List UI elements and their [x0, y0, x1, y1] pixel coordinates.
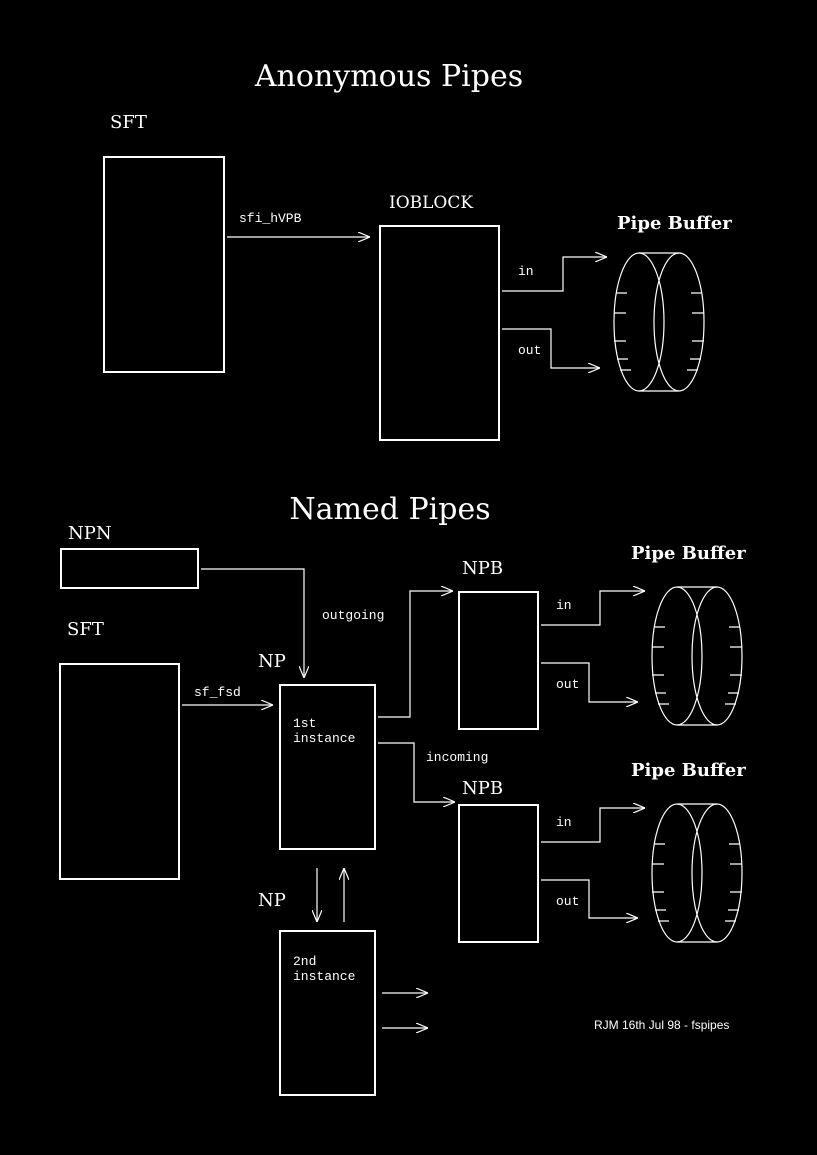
- named-pipes-title: Named Pipes: [289, 492, 490, 527]
- instance2-line2: instance: [293, 969, 355, 984]
- pipe-buffer-label: Pipe Buffer: [617, 213, 732, 234]
- npb1-in-arrow: [541, 591, 645, 626]
- sft-label: SFT: [110, 112, 147, 133]
- pipe-buffer-label-1: Pipe Buffer: [631, 543, 746, 564]
- npn-box: [60, 548, 199, 589]
- np-instance1-box: [279, 684, 376, 850]
- footer-credit: RJM 16th Jul 98 - fspipes: [594, 1018, 729, 1032]
- np-label-2: NP: [258, 890, 286, 911]
- npb2-in-arrow: [541, 808, 645, 843]
- npb1-out-arrow: [541, 662, 638, 702]
- np-label-1: NP: [258, 651, 286, 672]
- npb1-out-label: out: [556, 677, 579, 692]
- npn-to-np-arrow: [201, 568, 304, 678]
- npb-box-1: [458, 591, 539, 730]
- npb-label-2: NPB: [462, 778, 503, 799]
- in-label: in: [518, 264, 534, 279]
- np-instance2-box: [279, 930, 376, 1096]
- instance1-line1: 1st: [293, 716, 316, 731]
- pipe-buffer-label-2: Pipe Buffer: [631, 760, 746, 781]
- outgoing-label: outgoing: [322, 608, 384, 623]
- npb-box-2: [458, 804, 539, 943]
- sf-fsd-label: sf_fsd: [194, 685, 241, 700]
- ioblock-label: IOBLOCK: [389, 193, 473, 213]
- out-arrow: [502, 328, 600, 368]
- npn-label: NPN: [68, 523, 112, 544]
- named-sft-label: SFT: [67, 619, 104, 640]
- ioblock-box: [379, 225, 500, 441]
- pipe-buffer-cylinder: [613, 252, 705, 392]
- in-arrow: [502, 257, 607, 292]
- out-label: out: [518, 343, 541, 358]
- npb2-out-arrow: [541, 879, 638, 918]
- outgoing-arrow: [378, 591, 453, 718]
- named-sft-box: [59, 663, 180, 880]
- npb2-out-label: out: [556, 894, 579, 909]
- npb1-in-label: in: [556, 598, 572, 613]
- instance2-line1: 2nd: [293, 954, 316, 969]
- incoming-arrow: [378, 742, 455, 802]
- instance1-line2: instance: [293, 731, 355, 746]
- pipe-buffer-cylinder-1: [651, 586, 743, 726]
- npb-label-1: NPB: [462, 558, 503, 579]
- pipe-buffer-cylinder-2: [651, 803, 743, 943]
- sfi-hvpb-label: sfi_hVPB: [239, 211, 302, 226]
- sft-box: [103, 156, 225, 373]
- npb2-in-label: in: [556, 815, 572, 830]
- incoming-label: incoming: [426, 750, 488, 765]
- anonymous-pipes-title: Anonymous Pipes: [254, 59, 523, 94]
